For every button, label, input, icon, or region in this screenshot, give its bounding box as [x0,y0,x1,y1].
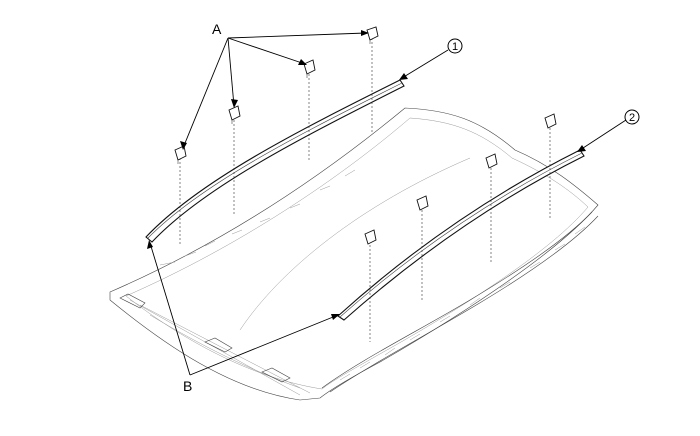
clip-2-4 [544,113,557,129]
callout-2-number: 2 [629,112,635,124]
clip-2-3 [485,153,498,169]
roof-panel [109,107,599,401]
callout-leader-lines [399,49,627,152]
rail-2-mount-guides [369,128,551,342]
rail-1-mount-guides [179,38,373,245]
clip-2-1 [364,229,377,245]
clip-1-4 [366,26,379,44]
callout-1: 1 [447,38,463,54]
clip-1-1 [174,145,187,164]
roof-rack-rail-2 [337,149,585,321]
moulding-leader-lines [147,240,340,376]
clip-1-3 [303,59,316,78]
clip-leader-lines [180,30,369,150]
roof-rack-rail-1 [145,79,405,243]
clip-label: A [212,21,222,37]
clip-2-2 [416,195,429,211]
callout-2: 2 [624,109,640,125]
callout-1-number: 1 [452,41,458,53]
clip-1-2 [228,105,241,124]
moulding-label: B [183,378,192,394]
